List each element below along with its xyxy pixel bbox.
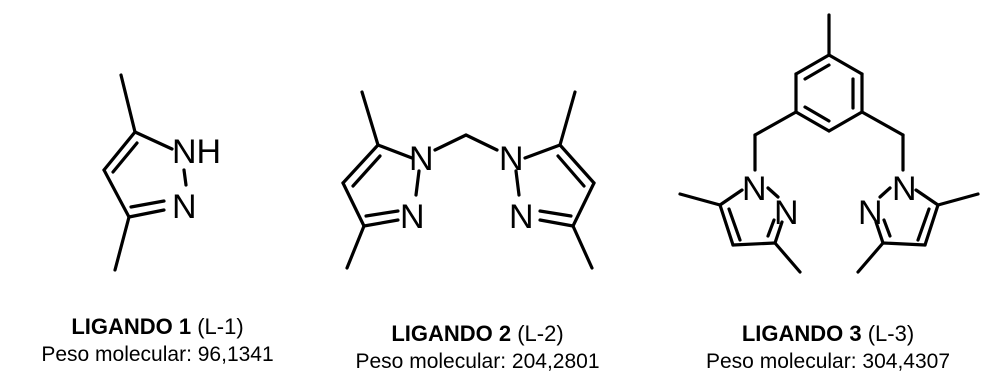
ligand-1-molecular-weight: Peso molecular: 96,1341 [41, 343, 274, 366]
ligand-3-molecular-weight: Peso molecular: 304,4307 [706, 350, 950, 373]
bond [773, 241, 802, 274]
bond [414, 169, 421, 197]
bond [803, 105, 831, 123]
bond [341, 143, 380, 185]
bond [773, 220, 784, 245]
bond [133, 130, 174, 151]
bond [827, 53, 864, 76]
ligand-1-title: LIGANDO 1 (L-1) [10, 313, 305, 341]
bond [794, 110, 831, 133]
ligand-1-structure: NH N [102, 73, 221, 272]
n-atom-label: N [742, 170, 767, 208]
ligand-1-caption: LIGANDO 1 (L-1) Peso molecular: 96,1341 [10, 313, 305, 369]
bond [794, 53, 831, 76]
bond [936, 192, 980, 207]
n-atom-label: N [509, 198, 534, 236]
n-atom-label: N [400, 198, 425, 236]
bond [102, 130, 137, 172]
n-atom-label: N [858, 194, 883, 232]
bond [364, 209, 400, 218]
bond [881, 241, 927, 247]
bond [571, 181, 596, 228]
bond [803, 63, 831, 81]
bond [538, 218, 575, 228]
bond [914, 188, 940, 207]
bond [127, 208, 166, 219]
bond [538, 209, 573, 218]
bond [878, 186, 892, 199]
bond [345, 224, 366, 270]
bond [341, 181, 366, 228]
bond [718, 203, 735, 247]
bond [916, 207, 931, 242]
n-atom-label: N [774, 194, 799, 232]
bond [376, 143, 414, 160]
bond [111, 141, 139, 174]
bond [766, 186, 780, 199]
bond [102, 168, 131, 219]
ligand-1-name: LIGANDO 1 [71, 314, 192, 339]
ligand-3-caption: LIGANDO 3 (L-3) Peso molecular: 304,4307 [678, 320, 978, 376]
bond [856, 241, 885, 274]
bond [827, 110, 864, 133]
n-atom-label: N [172, 188, 197, 226]
bond [464, 133, 499, 152]
bond [753, 110, 798, 137]
ligand-1-code: (L-1) [197, 314, 244, 339]
bond [923, 203, 940, 247]
bond [766, 218, 776, 238]
ligand-2-caption: LIGANDO 2 (L-2) Peso molecular: 204,2801 [330, 320, 625, 376]
bond [860, 110, 905, 137]
n-atom-label: N [409, 140, 434, 178]
ligand-2-molecular-weight: Peso molecular: 204,2801 [355, 350, 600, 373]
bond [523, 143, 562, 160]
ligand-3-code: (L-3) [867, 321, 915, 346]
bond [119, 73, 137, 134]
bond [558, 143, 596, 185]
n-atom-label: N [499, 140, 524, 178]
bond [571, 224, 594, 270]
bond [182, 168, 188, 187]
ligand-2-code: (L-2) [517, 321, 564, 346]
bond [351, 154, 382, 188]
bond [360, 90, 380, 147]
ligand-2-structure: N N N N [341, 90, 596, 270]
bond [362, 218, 400, 228]
bond [678, 192, 722, 207]
bond [731, 241, 777, 247]
bond [556, 154, 586, 188]
bond [558, 90, 577, 147]
bond [718, 188, 744, 207]
ligand-3-title: LIGANDO 3 (L-3) [678, 320, 978, 348]
ligand-3-name: LIGANDO 3 [741, 321, 862, 346]
bond [129, 199, 166, 209]
bond [727, 207, 742, 242]
bond [113, 215, 131, 272]
nh-atom-label: NH [172, 133, 221, 171]
bond [433, 133, 468, 152]
n-atom-label: N [892, 170, 917, 208]
ligand-2-name: LIGANDO 2 [391, 321, 512, 346]
bond [874, 220, 885, 245]
bond [882, 218, 892, 238]
bond [514, 169, 521, 197]
ligand-2-title: LIGANDO 2 (L-2) [330, 320, 625, 348]
ligand-3-structure: N N N N [678, 13, 980, 274]
